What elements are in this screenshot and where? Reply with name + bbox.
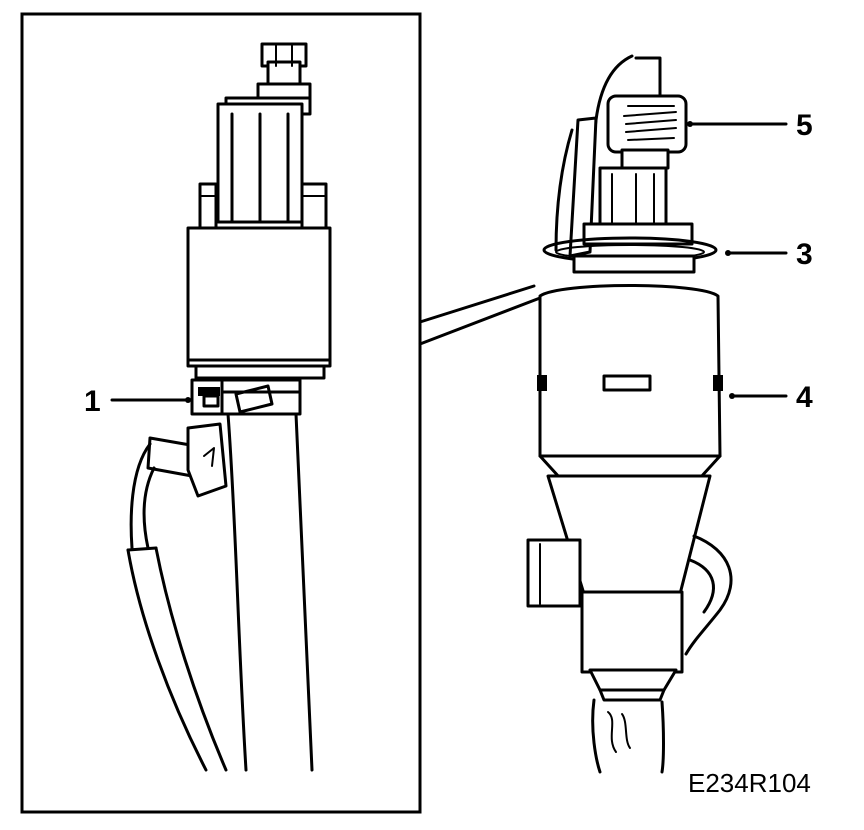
inset-pump-upper [198,102,328,230]
assembly-pump-upper [582,166,694,246]
inset-frame [20,12,422,814]
inset-fuel-hose [226,412,314,772]
seal-ring-part-3 [542,236,718,274]
hose-clamp-part-1 [190,378,302,416]
inset-pointer [418,284,542,346]
assembly-wires [554,54,662,258]
leader-lines [110,121,788,403]
housing-part-4 [537,284,723,596]
assembly-outlet-hose [591,698,665,774]
callout-label-5: 5 [796,109,813,142]
callout-label-3: 3 [796,238,813,271]
figure-code: E234R104 [688,768,811,798]
assembly-side-fitting [526,538,582,608]
inset-wiring-harness [126,422,228,772]
callout-label-4: 4 [796,381,813,414]
detail-inset [20,12,422,814]
assembly-lower-nozzle [580,590,684,702]
callout-label-1: 1 [84,385,101,418]
pump-assembly [526,54,733,774]
inset-pump-housing [186,226,332,380]
connector-part-5 [606,94,688,170]
assembly-return-line [684,534,733,656]
